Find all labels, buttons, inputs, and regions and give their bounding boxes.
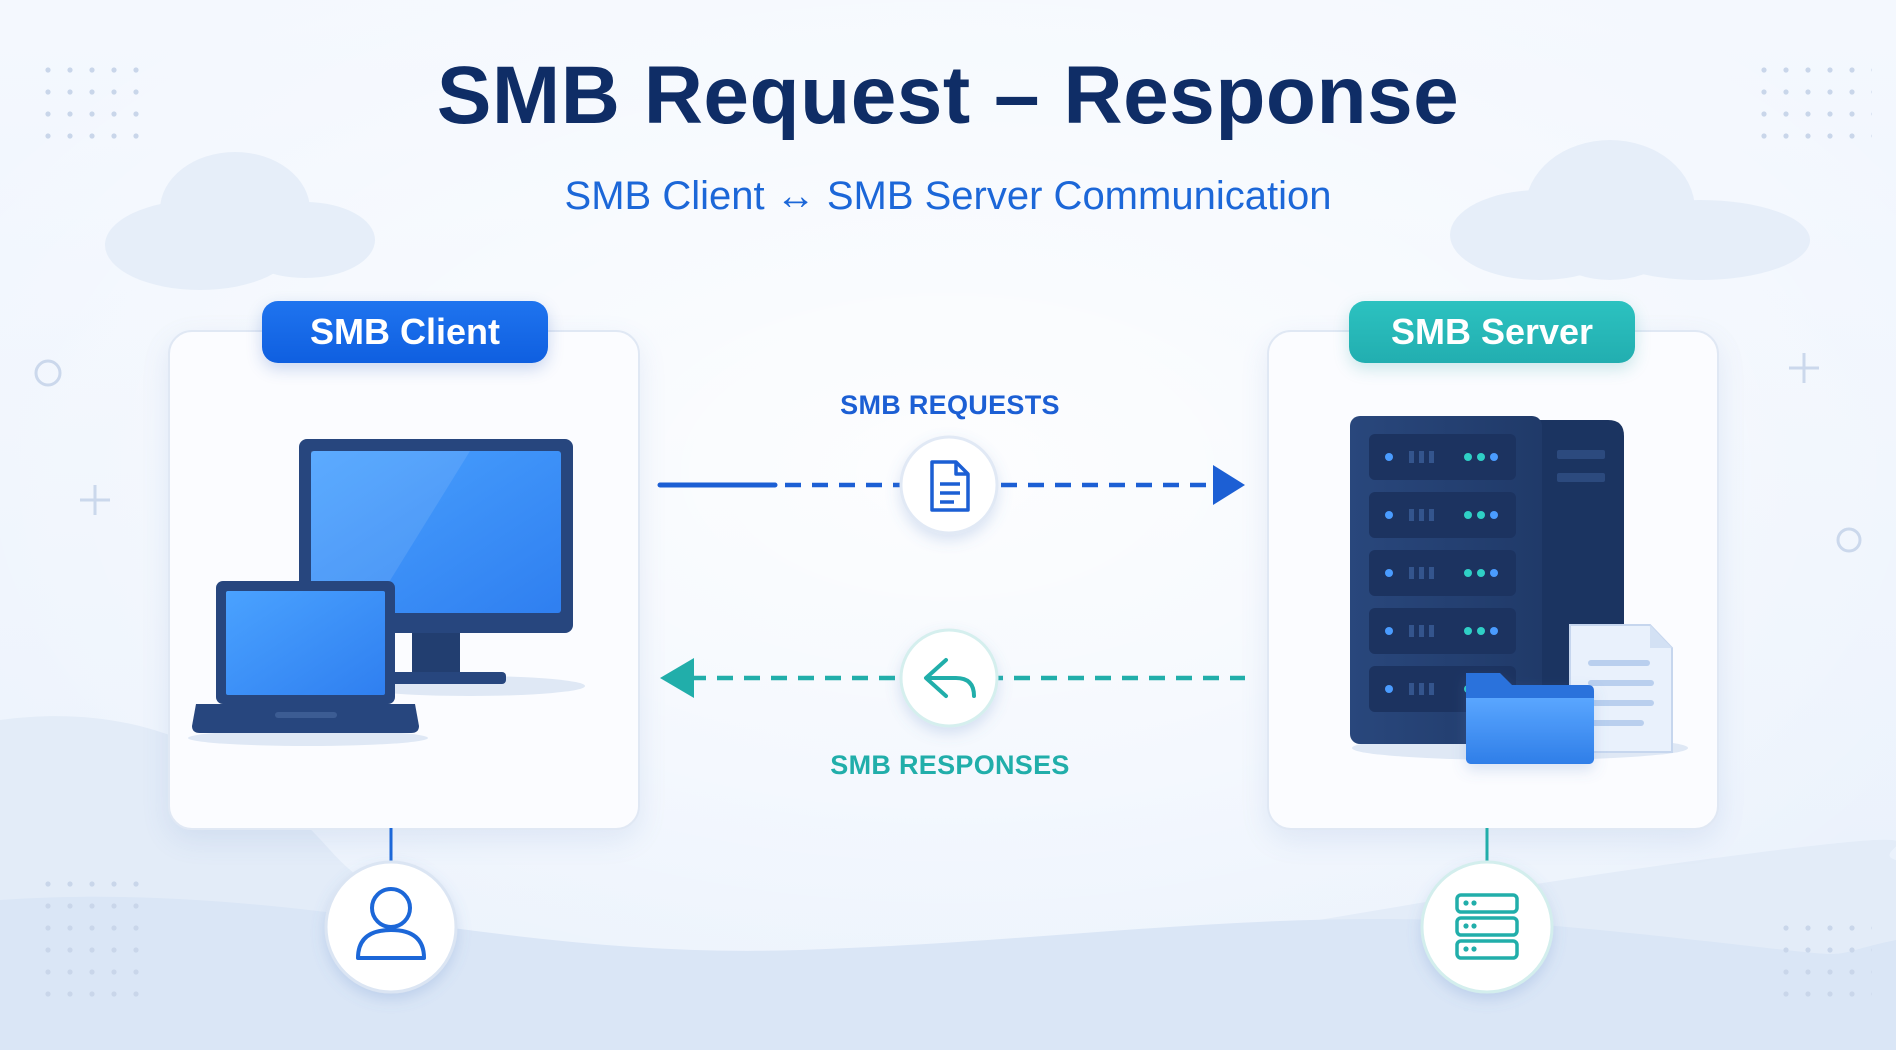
rack-vent <box>1429 451 1434 463</box>
rack-vent <box>1409 451 1414 463</box>
rack-led <box>1477 569 1485 577</box>
laptop-icon <box>188 581 428 746</box>
rack-led <box>1385 511 1393 519</box>
client-label: SMB Client <box>262 301 548 363</box>
rack-led <box>1385 627 1393 635</box>
rack-led <box>1490 511 1498 519</box>
response-reply-icon <box>899 628 999 728</box>
server-label: SMB Server <box>1349 301 1635 363</box>
rack-led <box>1477 453 1485 461</box>
rack-led <box>1385 685 1393 693</box>
rack-vent <box>1429 567 1434 579</box>
page-title: SMB Request – Response <box>436 50 1460 141</box>
rack-unit <box>1369 492 1516 538</box>
rack-unit <box>1369 434 1516 480</box>
rack-vent <box>1419 451 1424 463</box>
database-icon <box>1420 860 1554 994</box>
rack-vent <box>1429 683 1434 695</box>
rack-led <box>1464 453 1472 461</box>
requests-label: SMB REQUESTS <box>840 390 1060 420</box>
request-arrow <box>657 465 1245 505</box>
rack-unit <box>1369 550 1516 596</box>
rack-vent <box>1409 509 1414 521</box>
rack-vent <box>1429 625 1434 637</box>
page-subtitle: SMB Client ↔ SMB Server Communication <box>564 174 1332 218</box>
rack-led <box>1464 511 1472 519</box>
rack-led <box>1464 569 1472 577</box>
rack-vent <box>1409 683 1414 695</box>
responses-label: SMB RESPONSES <box>830 750 1070 780</box>
folder-icon <box>1466 673 1594 764</box>
rack-led <box>1464 627 1472 635</box>
rack-led <box>1477 627 1485 635</box>
rack-led <box>1490 453 1498 461</box>
rack-vent <box>1419 683 1424 695</box>
document-icon <box>1569 624 1673 753</box>
rack-vent <box>1419 567 1424 579</box>
rack-vent <box>1429 509 1434 521</box>
rack-vent <box>1409 625 1414 637</box>
rack-vent <box>1419 509 1424 521</box>
rack-led <box>1477 511 1485 519</box>
rack-led <box>1490 569 1498 577</box>
user-icon <box>324 860 458 994</box>
rack-vent <box>1409 567 1414 579</box>
rack-unit <box>1369 608 1516 654</box>
request-document-icon <box>899 435 999 535</box>
rack-led <box>1385 569 1393 577</box>
rack-vent <box>1419 625 1424 637</box>
rack-led <box>1385 453 1393 461</box>
rack-led <box>1490 627 1498 635</box>
